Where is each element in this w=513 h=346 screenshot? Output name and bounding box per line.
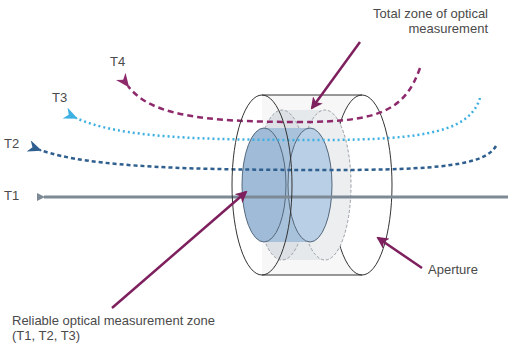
trajectory-t1	[44, 196, 508, 199]
trajectory-label: T2	[4, 136, 34, 151]
leader-arrow	[312, 42, 360, 108]
leader-arrow	[112, 192, 246, 308]
trajectory-label: T4	[110, 54, 140, 69]
leader-arrow	[378, 238, 422, 268]
trajectory-t2	[40, 146, 496, 170]
trajectory-t4	[128, 68, 420, 122]
trajectory-t3	[76, 98, 480, 140]
zone-label: Total zone of optical measurement	[318, 6, 488, 36]
trajectory-label: T3	[52, 90, 82, 105]
zone-label: Reliable optical measurement zone (T1, T…	[12, 313, 217, 343]
trajectory-label: T1	[4, 188, 34, 203]
aperture-label: Aperture	[428, 262, 508, 277]
reliable-zone-cylinder	[242, 128, 332, 242]
aperture-outline	[232, 95, 362, 275]
